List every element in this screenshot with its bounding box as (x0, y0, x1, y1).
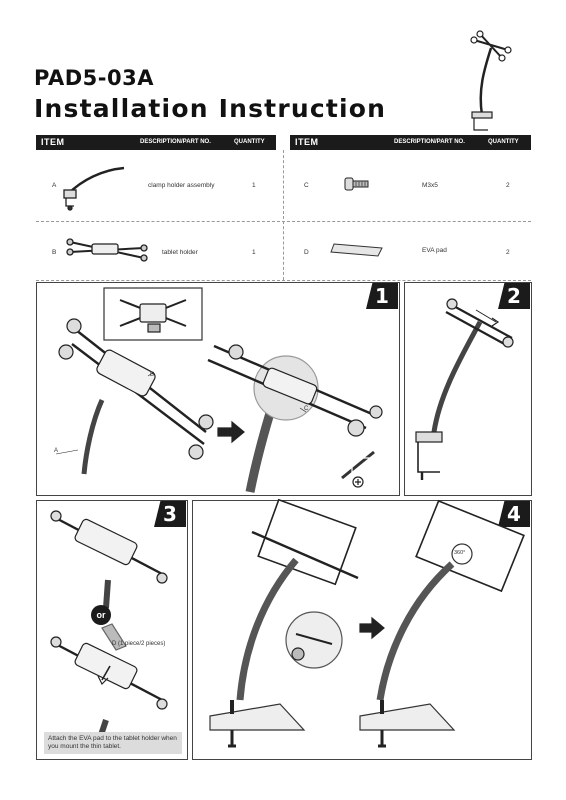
part-description: clamp holder assembly (148, 182, 215, 189)
part-letter: A (52, 182, 57, 189)
clamp-holder-image (63, 166, 125, 211)
or-badge: or (91, 605, 111, 625)
description-column-header: DESCRIPTION/PART NO. (394, 139, 465, 145)
parts-table-header-right: ITEM DESCRIPTION/PART NO. QUANTITY (290, 135, 531, 150)
callout-label-d: D (1 piece/2 pieces) (112, 641, 166, 647)
part-description: EVA pad (422, 247, 447, 254)
tablet-holder-image (66, 238, 148, 262)
step-number: 4 (498, 501, 530, 527)
table-divider-row (36, 221, 531, 222)
part-letter: D (304, 249, 309, 256)
part-letter: C (304, 182, 309, 189)
quantity-column-header: QUANTITY (234, 139, 265, 145)
step-4-illustration (209, 498, 525, 748)
item-column-header: ITEM (295, 137, 319, 147)
table-divider-vertical (283, 150, 284, 280)
step-number: 2 (498, 283, 530, 309)
step-2-illustration (415, 298, 514, 480)
screw-image (344, 177, 369, 191)
page-title: Installation Instruction (34, 94, 387, 123)
callout-label-b: B (150, 372, 155, 378)
callout-label-a: A (54, 448, 59, 454)
part-quantity: 2 (506, 182, 510, 189)
part-quantity: 1 (252, 249, 256, 256)
rotation-label: 360° (454, 550, 466, 556)
eva-pad-image (330, 243, 383, 257)
description-column-header: DESCRIPTION/PART NO. (140, 139, 211, 145)
step-number: 1 (366, 283, 398, 309)
part-quantity: 2 (506, 249, 510, 256)
model-number: PAD5-03A (34, 66, 154, 90)
table-divider-bottom (36, 280, 531, 281)
part-description: tablet holder (162, 249, 198, 256)
step-3-illustration (50, 510, 168, 751)
callout-label-c: C (304, 406, 309, 412)
part-description: M3x5 (422, 182, 438, 189)
part-letter: B (52, 249, 57, 256)
step-2-panel (404, 282, 532, 496)
quantity-column-header: QUANTITY (488, 139, 519, 145)
step-1-panel (36, 282, 400, 496)
eva-pad-note: Attach the EVA pad to the tablet holder … (44, 732, 182, 754)
item-column-header: ITEM (41, 137, 65, 147)
product-thumbnail (470, 30, 512, 131)
part-quantity: 1 (252, 182, 256, 189)
parts-table-header-left: ITEM DESCRIPTION/PART NO. QUANTITY (36, 135, 276, 150)
step-1-illustration (55, 287, 393, 493)
